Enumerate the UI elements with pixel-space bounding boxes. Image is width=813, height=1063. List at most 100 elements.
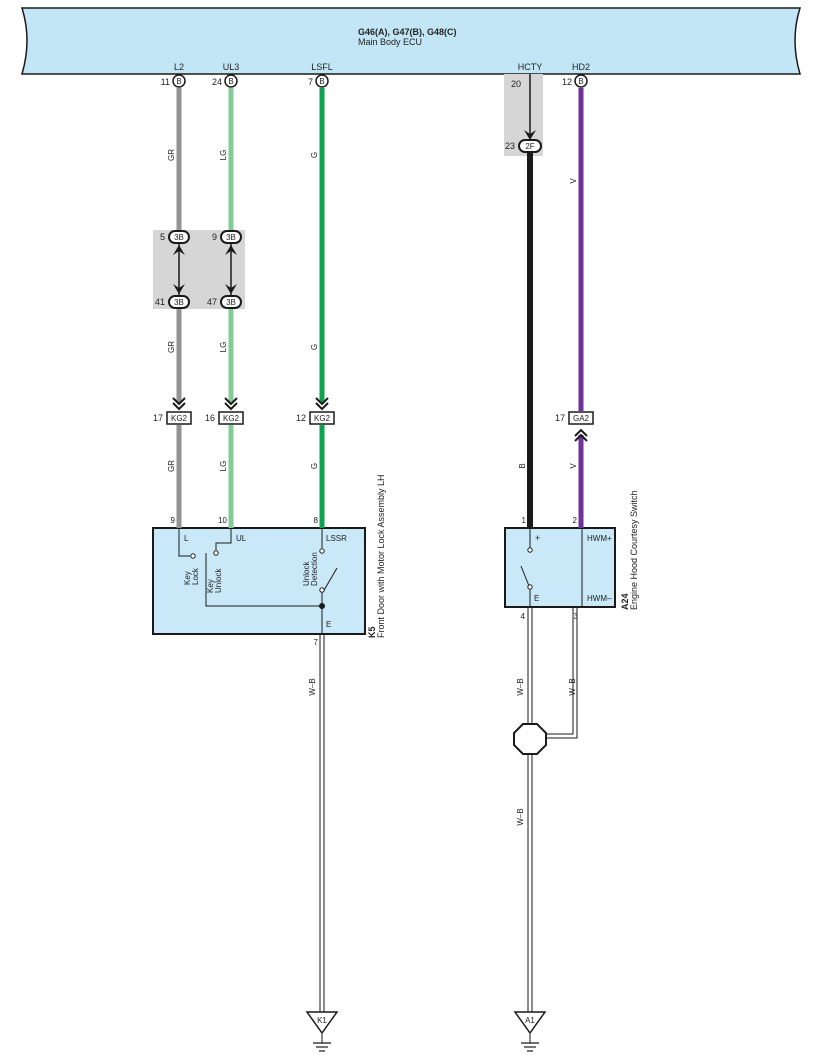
- svg-text:3B: 3B: [174, 233, 184, 242]
- svg-text:2F: 2F: [525, 142, 534, 151]
- inline-connector-pin-16: 16: [205, 413, 215, 423]
- k5-terminal-ul: UL: [236, 534, 247, 543]
- wire-code-k5-ground: W–B: [308, 678, 317, 695]
- wire-code-ul3-a: LG: [219, 150, 228, 161]
- svg-text:A1: A1: [525, 1016, 535, 1025]
- signal-label-hd2: HD2: [572, 62, 590, 72]
- a24-component-name: Engine Hood Courtesy Switch: [629, 490, 639, 610]
- signal-label-l2: L2: [174, 62, 184, 72]
- inline-connector-pin-12: 12: [296, 413, 306, 423]
- wire-k5-ground: [319, 634, 325, 1012]
- svg-text:B: B: [228, 77, 233, 86]
- ecu-pin-hd2: B: [574, 74, 588, 88]
- inline-connector-kg2-ul3: KG2: [218, 411, 244, 425]
- a24-terminal-plus: +: [535, 533, 540, 543]
- wire-a24-main: [527, 752, 533, 1012]
- a24-pin-hwm-minus: 3: [574, 612, 579, 621]
- junction-3b-link-ul3: [225, 243, 237, 296]
- wire-code-ul3-b: LG: [219, 342, 228, 353]
- junction-2f-connector: 2F: [518, 139, 542, 153]
- k5-pin-l: 9: [171, 516, 176, 525]
- svg-text:B: B: [578, 77, 583, 86]
- inline-connector-kg2-l2: KG2: [166, 411, 192, 425]
- svg-text:3B: 3B: [174, 298, 184, 307]
- junction-3b-top-l2: 3B: [168, 230, 190, 244]
- k5-component-code: K5: [367, 626, 377, 638]
- junction-3b-bottom-l2: 3B: [168, 295, 190, 309]
- svg-text:K1: K1: [317, 1016, 327, 1025]
- junction-3b-top-ul3: 3B: [220, 230, 242, 244]
- svg-text:KG2: KG2: [223, 414, 240, 423]
- junction-3b-pin-47: 47: [207, 297, 217, 307]
- k5-pin-lssr: 8: [314, 516, 319, 525]
- k5-unlock-detection-line1: Unlock: [302, 561, 311, 586]
- k5-unlock-detection-line2: Detection: [310, 552, 319, 586]
- k5-terminal-lssr: LSSR: [326, 534, 347, 543]
- signal-label-ul3: UL3: [223, 62, 240, 72]
- ground-a1: A1: [513, 1011, 547, 1043]
- ecu-pin-l2: B: [172, 74, 186, 88]
- wire-a24-hwm: [546, 607, 578, 739]
- ecu-pin-number-ul3: 24: [212, 77, 222, 87]
- svg-text:3B: 3B: [226, 298, 236, 307]
- junction-2f-arrow: [524, 130, 536, 140]
- wire-a24-e: [527, 607, 533, 726]
- svg-text:B: B: [319, 77, 324, 86]
- ecu-title: G46(A), G47(B), G48(C): [358, 27, 457, 37]
- ground-icon: [521, 1042, 539, 1052]
- k5-key-unlock-line2: Unlock: [214, 568, 223, 593]
- k5-key-lock-line2: Lock: [191, 567, 200, 585]
- a24-terminal-e: E: [534, 594, 539, 603]
- junction-3b-link-l2: [173, 243, 185, 296]
- inline-connector-pin-17b: 17: [555, 413, 565, 423]
- inline-connector-kg2-lsfl: KG2: [309, 411, 335, 425]
- wire-code-lsfl-c: G: [310, 463, 319, 469]
- ecu-subtitle: Main Body ECU: [358, 37, 422, 47]
- wire-code-hd2-a: V: [569, 178, 578, 184]
- wire-code-a24-hwm: W–B: [568, 678, 577, 695]
- chevron-up-icon: [574, 428, 588, 442]
- wire-code-a24-main: W–B: [516, 808, 525, 825]
- k5-key-unlock-line1: Key: [206, 579, 215, 593]
- chevron-down-icon: [172, 397, 329, 411]
- signal-label-lsfl: LSFL: [311, 62, 333, 72]
- svg-text:KG2: KG2: [171, 414, 188, 423]
- ground-icon: [313, 1042, 331, 1052]
- ecu-body: [20, 7, 802, 75]
- a24-terminal-hwm-plus: HWM+: [587, 534, 612, 543]
- a24-internal-switch: [520, 528, 583, 607]
- k5-pin-ul: 10: [218, 516, 227, 525]
- k5-terminal-l: L: [184, 534, 189, 543]
- wire-code-lsfl-b: G: [310, 344, 319, 350]
- wire-code-l2-a: GR: [167, 149, 176, 161]
- ecu-pin-number-l2: 11: [161, 77, 170, 87]
- a24-component-code: A24: [620, 593, 630, 610]
- ecu-pin-ul3: B: [224, 74, 238, 88]
- ground-k1: K1: [305, 1011, 339, 1043]
- svg-text:KG2: KG2: [314, 414, 331, 423]
- k5-internal-circuit: [178, 528, 338, 634]
- signal-label-hcty: HCTY: [518, 62, 543, 72]
- ecu-pin-lsfl: B: [315, 74, 329, 88]
- k5-component-name: Front Door with Motor Lock Assembly LH: [376, 474, 386, 638]
- wire-code-lsfl-a: G: [310, 152, 319, 158]
- ecu-pin-number-lsfl: 7: [308, 77, 313, 87]
- ecu-pin-number-hcty: 20: [511, 79, 521, 89]
- junction-2f-pin: 23: [505, 141, 515, 151]
- ecu-pin-number-hd2: 12: [562, 77, 572, 87]
- a24-pin-e: 4: [521, 612, 526, 621]
- a24-component-body: [504, 527, 616, 608]
- a24-terminal-hwm-minus: HWM–: [587, 594, 612, 603]
- wire-code-l2-b: GR: [167, 341, 176, 353]
- k5-terminal-e: E: [326, 620, 331, 629]
- junction-3b-pin-9: 9: [212, 232, 217, 242]
- junction-3b-pin-5: 5: [160, 232, 165, 242]
- k5-junction-dot: [319, 603, 325, 609]
- inline-connector-ga2-hd2: GA2: [568, 411, 594, 425]
- wire-code-hd2-b: V: [569, 463, 578, 469]
- inline-connector-pin-17a: 17: [153, 413, 163, 423]
- svg-text:B: B: [176, 77, 181, 86]
- k5-pin-e: 7: [314, 638, 319, 647]
- wire-code-l2-c: GR: [167, 460, 176, 472]
- junction-3b-bottom-ul3: 3B: [220, 295, 242, 309]
